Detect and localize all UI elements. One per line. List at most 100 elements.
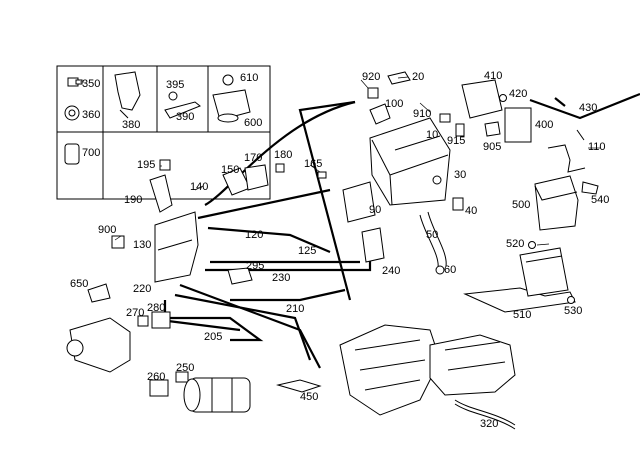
label-915: 915: [447, 135, 465, 147]
relay-240: [361, 227, 385, 263]
relay-170: [244, 164, 269, 191]
fuse-910: [439, 113, 451, 123]
label-900: 900: [98, 224, 116, 236]
label-395: 395: [166, 79, 184, 91]
bracket-380: [114, 71, 141, 119]
cable-50: [419, 211, 447, 269]
engine: [339, 324, 441, 416]
label-520: 520: [506, 238, 524, 250]
label-905: 905: [483, 141, 501, 153]
bushing-270: [137, 315, 149, 327]
label-60: 60: [444, 264, 456, 276]
label-100: 100: [385, 98, 403, 110]
label-380: 380: [122, 119, 140, 131]
label-230: 230: [272, 272, 290, 284]
label-120: 120: [245, 229, 263, 241]
bracket-100: [369, 103, 391, 125]
label-650: 650: [70, 278, 88, 290]
label-125: 125: [298, 245, 316, 257]
label-195: 195: [137, 159, 155, 171]
nut-395: [168, 91, 178, 101]
label-250: 250: [176, 362, 194, 374]
mount-600: [212, 89, 251, 123]
screw-420: [499, 94, 507, 102]
part-905: [484, 121, 501, 137]
label-420: 420: [509, 88, 527, 100]
module-410: [461, 79, 503, 119]
label-40: 40: [465, 205, 477, 217]
cable-110: [547, 129, 586, 173]
battery-tray-510: [463, 247, 576, 313]
label-280: 280: [147, 302, 165, 314]
label-30: 30: [454, 169, 466, 181]
nut-530: [567, 296, 575, 304]
transmission: [429, 334, 516, 396]
label-920: 920: [362, 71, 380, 83]
connector-250: [175, 371, 189, 383]
label-360: 360: [82, 109, 100, 121]
label-430: 430: [579, 102, 597, 114]
label-220: 220: [133, 283, 151, 295]
label-410: 410: [484, 70, 502, 82]
bushing-900: [111, 235, 125, 249]
relay-915: [455, 123, 465, 137]
connector-180: [275, 163, 285, 173]
cap-60: [435, 265, 445, 275]
label-530: 530: [564, 305, 582, 317]
label-295: 295: [246, 260, 264, 272]
connector-280: [151, 311, 171, 329]
label-390: 390: [176, 111, 194, 123]
label-350: 350: [82, 78, 100, 90]
label-150: 150: [221, 164, 239, 176]
aux-battery-500: [534, 175, 579, 231]
label-190: 190: [124, 194, 142, 206]
bracket-540: [581, 181, 599, 195]
screw-350: [67, 77, 83, 87]
label-700: 700: [82, 147, 100, 159]
bracket-295: [227, 267, 253, 285]
starter-motor: [183, 377, 251, 413]
label-10: 10: [426, 129, 438, 141]
label-205: 205: [204, 331, 222, 343]
label-180: 180: [274, 149, 292, 161]
label-500: 500: [512, 199, 530, 211]
label-320: 320: [480, 418, 498, 430]
label-240: 240: [382, 265, 400, 277]
cable-320: [454, 399, 516, 430]
label-450: 450: [300, 391, 318, 403]
bracket-650: [87, 283, 111, 303]
label-540: 540: [591, 194, 609, 206]
label-140: 140: [190, 181, 208, 193]
label-600: 600: [244, 117, 262, 129]
fuse-box-90: [342, 181, 376, 223]
label-165: 165: [304, 158, 322, 170]
control-unit-130: [154, 211, 199, 283]
label-610: 610: [240, 72, 258, 84]
label-130: 130: [133, 239, 151, 251]
washer-360: [64, 105, 80, 121]
bracket-190: [149, 174, 173, 213]
sensor-195: [159, 159, 171, 171]
label-400: 400: [535, 119, 553, 131]
label-20: 20: [412, 71, 424, 83]
label-260: 260: [147, 371, 165, 383]
label-270: 270: [126, 307, 144, 319]
alternator: [66, 317, 131, 373]
bracket-450: [276, 379, 322, 393]
label-90: 90: [369, 204, 381, 216]
part-labels: 350 360 700 380 395 390 610 600 920 20 1…: [70, 70, 609, 430]
nut-610: [222, 74, 234, 86]
battery-10: [369, 117, 451, 206]
label-50: 50: [426, 229, 438, 241]
connector-260: [149, 379, 169, 397]
terminal-40: [452, 197, 464, 211]
connector-165: [317, 171, 327, 179]
label-910: 910: [413, 108, 431, 120]
clip-920: [367, 87, 379, 99]
leader-lines: [80, 76, 600, 246]
label-510: 510: [513, 309, 531, 321]
terminal-30: [432, 175, 442, 185]
label-210: 210: [286, 303, 304, 315]
nut-520: [528, 241, 536, 249]
